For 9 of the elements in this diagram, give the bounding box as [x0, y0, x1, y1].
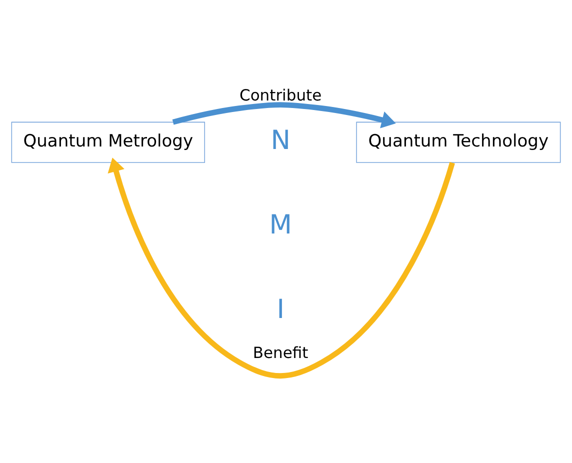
edge-label: Benefit — [252, 343, 308, 362]
arrow — [108, 157, 455, 378]
node-box: Quantum Metrology — [11, 121, 206, 162]
label: M — [269, 210, 292, 240]
label: N — [270, 126, 290, 156]
edge-label: Contribute — [240, 86, 322, 104]
node-box: Quantum Technology — [356, 121, 561, 162]
arrow — [172, 102, 396, 128]
label: I — [276, 294, 284, 325]
